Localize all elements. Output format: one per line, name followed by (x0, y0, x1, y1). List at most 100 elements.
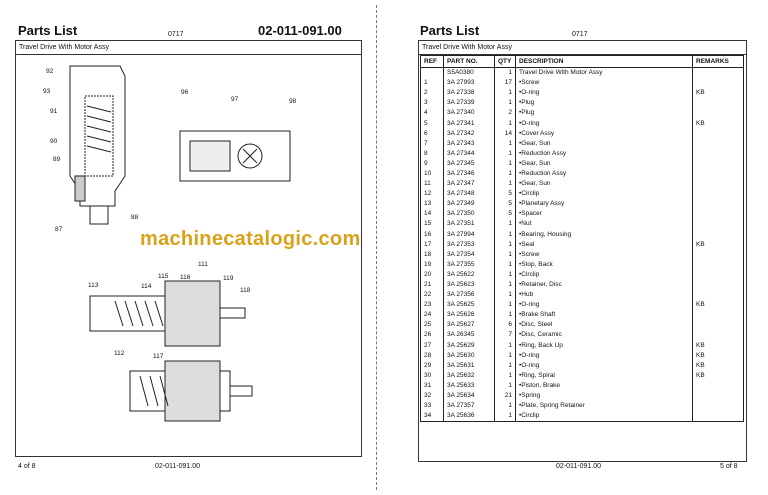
remarks-cell (692, 290, 744, 301)
ref-cell: 32 (420, 391, 444, 402)
description-cell: •O-ring (515, 88, 693, 99)
ref-cell: 7 (420, 138, 444, 149)
ref-cell: 1 (420, 78, 444, 89)
description-cell: •Piston, Brake (515, 380, 693, 391)
qty-cell: 7 (494, 330, 516, 341)
description-cell: •O-ring (515, 360, 693, 371)
part-no-cell: 3A 25632 (443, 370, 495, 381)
part-no-cell: 3A 27993 (443, 78, 495, 89)
description-cell: •Plug (515, 108, 693, 119)
callout-113: 113 (88, 282, 99, 289)
column-header: REMARKS (692, 55, 744, 68)
qty-cell: 1 (494, 249, 516, 260)
remarks-cell (692, 128, 744, 139)
callout-117: 117 (153, 353, 164, 360)
qty-cell: 5 (494, 189, 516, 200)
part-no-cell: 3A 27355 (443, 259, 495, 270)
column-header: PART NO. (443, 55, 495, 68)
ref-cell: 9 (420, 158, 444, 169)
part-no-cell: 3A 27344 (443, 148, 495, 159)
callout-90: 90 (50, 138, 58, 145)
ref-cell: 12 (420, 189, 444, 200)
description-cell: •Seal (515, 239, 693, 250)
qty-cell: 1 (494, 239, 516, 250)
ref-cell: 21 (420, 279, 444, 291)
ref-cell: 28 (420, 350, 444, 361)
part-no-cell: 3A 27347 (443, 179, 495, 190)
description-cell: •Screw (515, 78, 693, 89)
part-no-cell: 3A 27353 (443, 239, 495, 250)
remarks-cell (692, 229, 744, 240)
callout-89: 89 (53, 156, 61, 163)
ref-cell: 4 (420, 108, 444, 119)
right-page-code: 0717 (572, 31, 588, 38)
remarks-cell (692, 249, 744, 260)
part-no-cell: 3A 25630 (443, 350, 495, 361)
description-cell: •Plug (515, 98, 693, 109)
qty-cell: 5 (494, 199, 516, 210)
remarks-cell: KB (692, 88, 744, 99)
description-cell: Travel Drive With Motor Assy (515, 67, 693, 79)
remarks-cell (692, 67, 744, 79)
description-cell: •Nut (515, 219, 693, 230)
part-no-cell: 3A 27345 (443, 158, 495, 169)
relief-valve-drawing-bottom (129, 360, 253, 422)
callout-92: 92 (46, 68, 54, 75)
ref-cell: 3 (420, 98, 444, 109)
qty-cell: 1 (494, 138, 516, 149)
description-cell: •O-ring (515, 300, 693, 311)
qty-cell: 1 (494, 229, 516, 240)
description-cell: •Hub (515, 290, 693, 301)
part-no-cell: 3A 25633 (443, 380, 495, 391)
part-no-cell: 3A 27356 (443, 290, 495, 301)
callout-119: 119 (223, 275, 234, 282)
part-no-cell: 3A 27357 (443, 401, 495, 412)
qty-cell: 1 (494, 401, 516, 412)
part-no-cell: 3A 25622 (443, 269, 495, 280)
description-cell: •Ring, Spiral (515, 370, 693, 381)
remarks-cell (692, 108, 744, 119)
description-cell: •Bearing, Housing (515, 229, 693, 240)
description-cell: •Brake Shaft (515, 310, 693, 321)
remarks-cell (692, 391, 744, 402)
qty-cell: 1 (494, 360, 516, 371)
qty-cell: 1 (494, 279, 516, 291)
description-cell: •Spacer (515, 209, 693, 220)
part-no-cell: 3A 27346 (443, 168, 495, 180)
remarks-cell (692, 320, 744, 331)
ref-cell: 17 (420, 239, 444, 250)
remarks-cell: KB (692, 118, 744, 129)
description-cell: •Disc, Steel (515, 320, 693, 331)
description-cell: •Retainer, Disc (515, 279, 693, 291)
remarks-cell (692, 219, 744, 230)
qty-cell: 1 (494, 269, 516, 280)
relief-valve-drawing-top (89, 280, 246, 347)
part-no-cell: 3A 27349 (443, 199, 495, 210)
part-no-cell: 3A 25627 (443, 320, 495, 331)
callout-98: 98 (289, 98, 297, 105)
qty-cell: 1 (494, 290, 516, 301)
part-no-cell: 3A 27343 (443, 138, 495, 149)
remarks-cell (692, 168, 744, 180)
part-no-cell: 3A 25629 (443, 340, 495, 351)
description-cell: •Circlip (515, 189, 693, 200)
qty-cell: 21 (494, 391, 516, 402)
qty-cell: 2 (494, 108, 516, 119)
remarks-cell (692, 259, 744, 270)
